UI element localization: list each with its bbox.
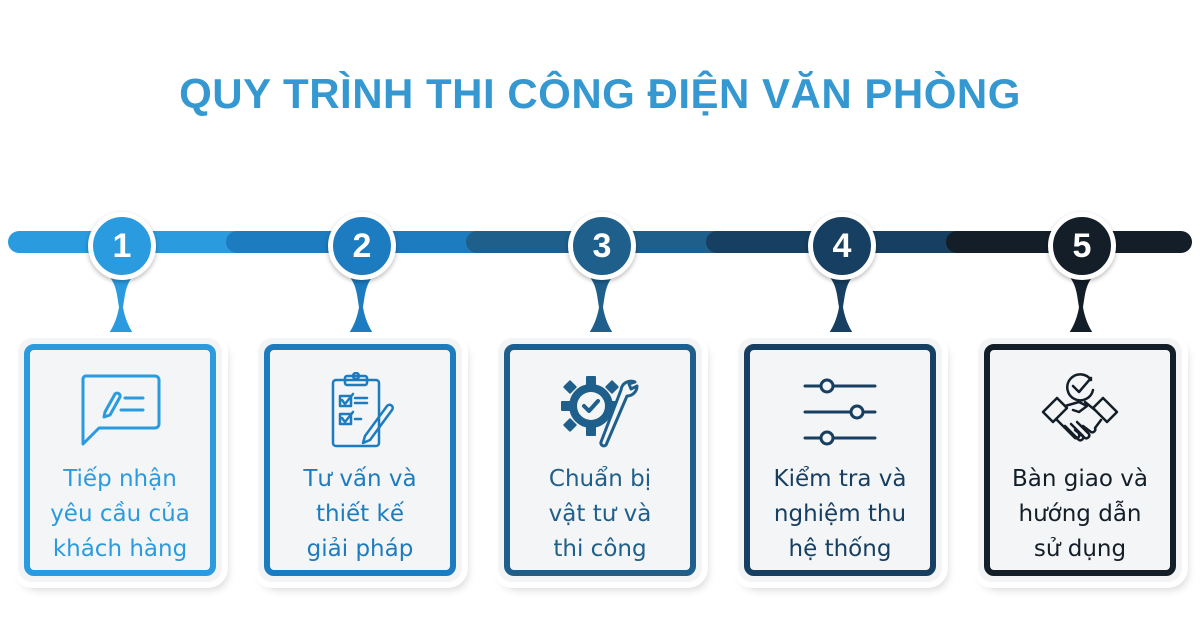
connector-stem: [345, 276, 377, 338]
step-label: Tư vấn và thiết kế giải pháp: [270, 462, 450, 567]
step-label: Chuẩn bị vật tư và thi công: [510, 462, 690, 567]
step-number-badge: 4: [808, 212, 876, 280]
step-number-badge: 5: [1048, 212, 1116, 280]
step-number-badge: 2: [328, 212, 396, 280]
step-label-line: giải pháp: [306, 536, 414, 562]
step-label-line: hệ thống: [788, 536, 892, 562]
step-label-line: yêu cầu của: [50, 501, 190, 527]
step-number-badge: 3: [568, 212, 636, 280]
connector-stem: [585, 276, 617, 338]
gear-wrench-icon: [561, 376, 639, 448]
step-label-line: Chuẩn bị: [548, 466, 652, 492]
step-card: Tiếp nhận yêu cầu của khách hàng: [18, 338, 222, 582]
step-label: Kiểm tra và nghiệm thu hệ thống: [750, 462, 930, 567]
step-label: Bàn giao và hướng dẫn sử dụng: [990, 462, 1170, 567]
page-title: QUY TRÌNH THI CÔNG ĐIỆN VĂN PHÒNG: [179, 70, 1021, 117]
step-label-line: sử dụng: [1033, 536, 1127, 562]
step-label-line: Tiếp nhận: [63, 466, 177, 492]
step-label-line: thiết kế: [316, 501, 404, 527]
connector-stem: [1065, 276, 1097, 338]
step-card: Chuẩn bị vật tư và thi công: [498, 338, 702, 582]
step-card: Bàn giao và hướng dẫn sử dụng: [978, 338, 1182, 582]
step-label-line: vật tư và: [548, 501, 652, 527]
step-label-line: nghiệm thu: [773, 501, 907, 527]
handshake-check-icon: [1041, 373, 1119, 442]
step-label-line: Kiểm tra và: [773, 466, 907, 492]
step-label-line: khách hàng: [52, 536, 188, 562]
step-card: Kiểm tra và nghiệm thu hệ thống: [738, 338, 942, 582]
step-label: Tiếp nhận yêu cầu của khách hàng: [30, 462, 210, 567]
clipboard-checklist-icon: [331, 372, 394, 448]
step-label-line: Tư vấn và: [303, 466, 417, 492]
step-label-line: hướng dẫn: [1018, 501, 1142, 527]
sliders-icon: [803, 378, 877, 446]
step-label-line: thi công: [553, 536, 647, 562]
step-number-badge: 1: [88, 212, 156, 280]
connector-stem: [105, 276, 137, 338]
step-card: Tư vấn và thiết kế giải pháp: [258, 338, 462, 582]
step-label-line: Bàn giao và: [1012, 466, 1148, 492]
connector-stem: [825, 276, 857, 338]
chat-edit-icon: [81, 374, 161, 446]
